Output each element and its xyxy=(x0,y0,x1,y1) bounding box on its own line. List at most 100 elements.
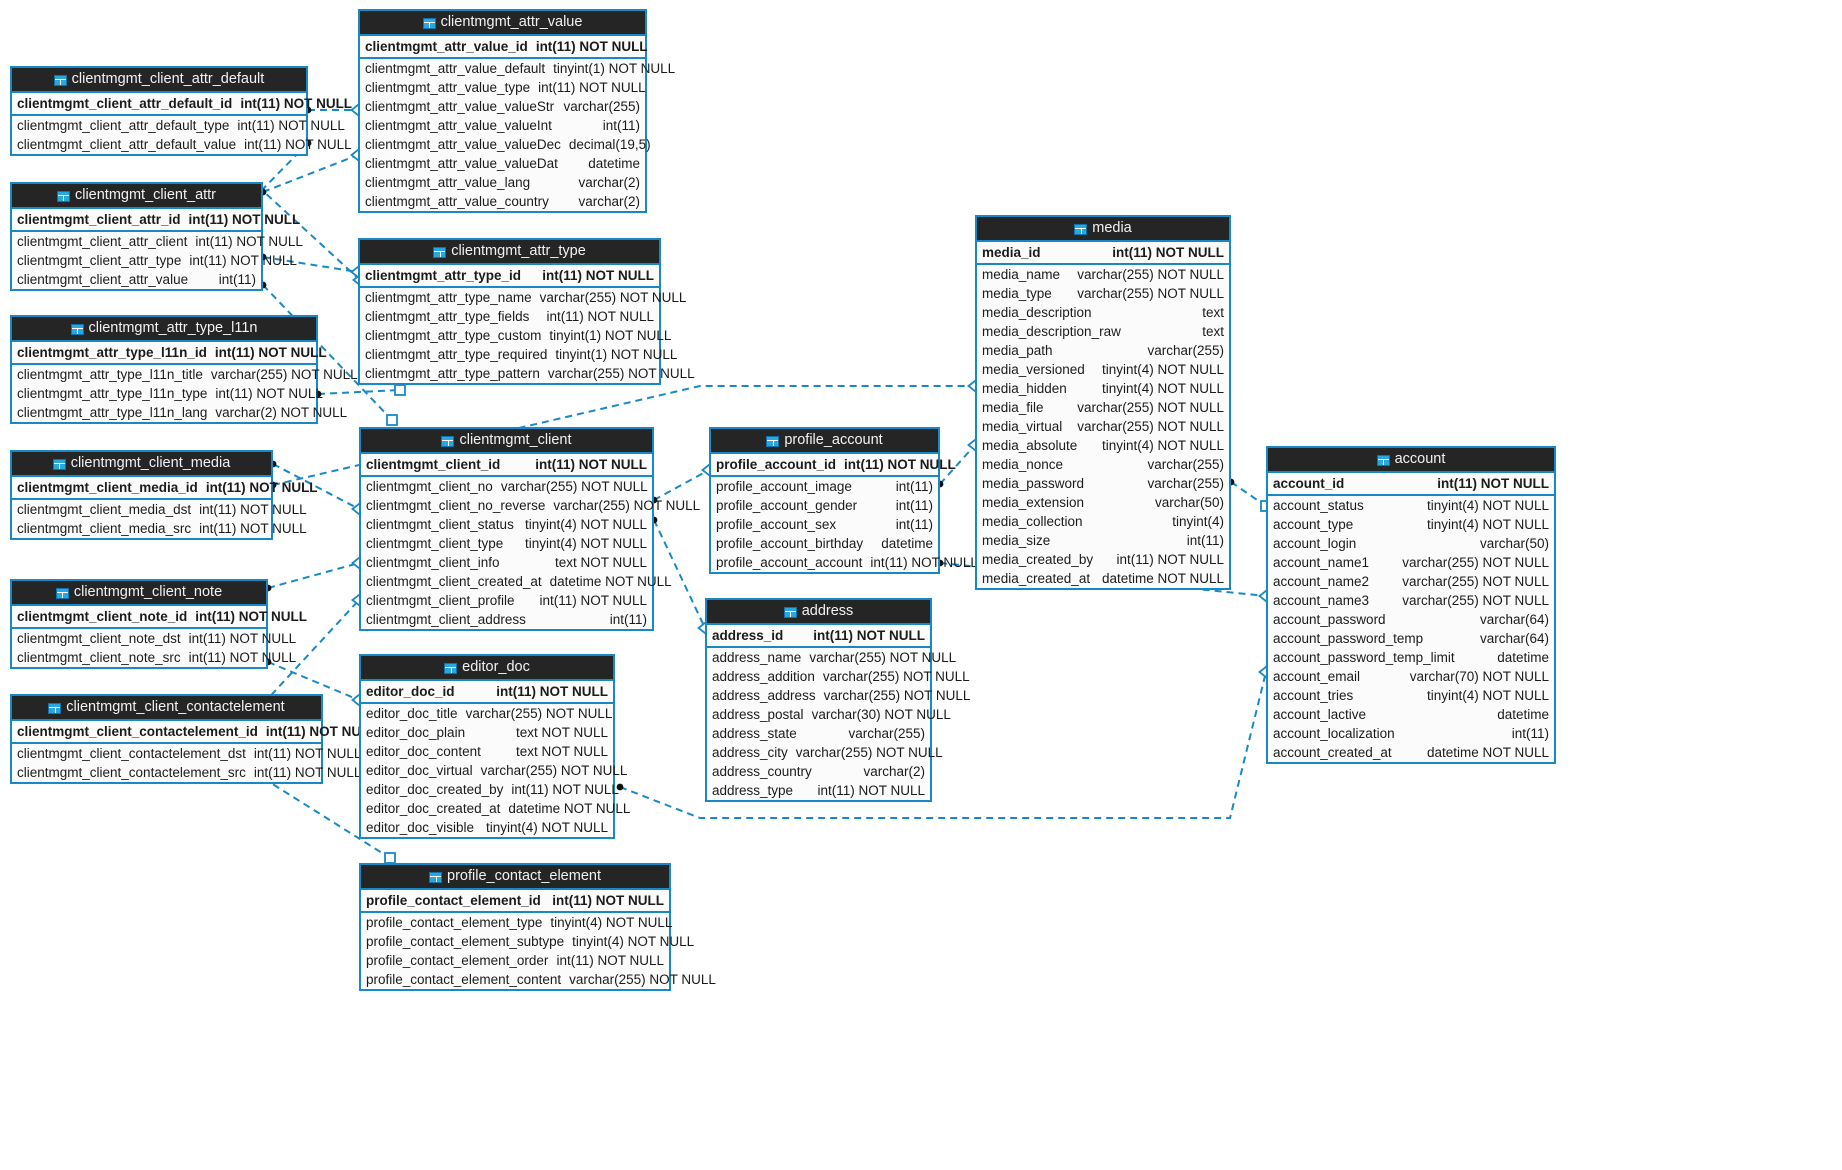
table-header-clientmgmt_client_media[interactable]: clientmgmt_client_media xyxy=(12,452,271,475)
table-header-clientmgmt_client_attr_default[interactable]: clientmgmt_client_attr_default xyxy=(12,68,306,91)
relation-media-to-account[interactable] xyxy=(1227,478,1272,512)
table-header-clientmgmt_client[interactable]: clientmgmt_client xyxy=(361,429,652,452)
relation-clientmgmt_client_note-to-clientmgmt_client[interactable] xyxy=(264,556,367,592)
relation-clientmgmt_client_attr-to-clientmgmt_attr_value[interactable] xyxy=(259,148,366,196)
table-header-account[interactable]: account xyxy=(1268,448,1554,471)
table-header-clientmgmt_client_attr[interactable]: clientmgmt_client_attr xyxy=(12,184,261,207)
table-header-media[interactable]: media xyxy=(977,217,1229,240)
relation-clientmgmt_attr_type_l11n-to-clientmgmt_attr_type[interactable] xyxy=(314,384,406,398)
table-header-clientmgmt_attr_type[interactable]: clientmgmt_attr_type xyxy=(360,240,659,263)
table-header-clientmgmt_client_contactelement[interactable]: clientmgmt_client_contactelement xyxy=(12,696,321,719)
